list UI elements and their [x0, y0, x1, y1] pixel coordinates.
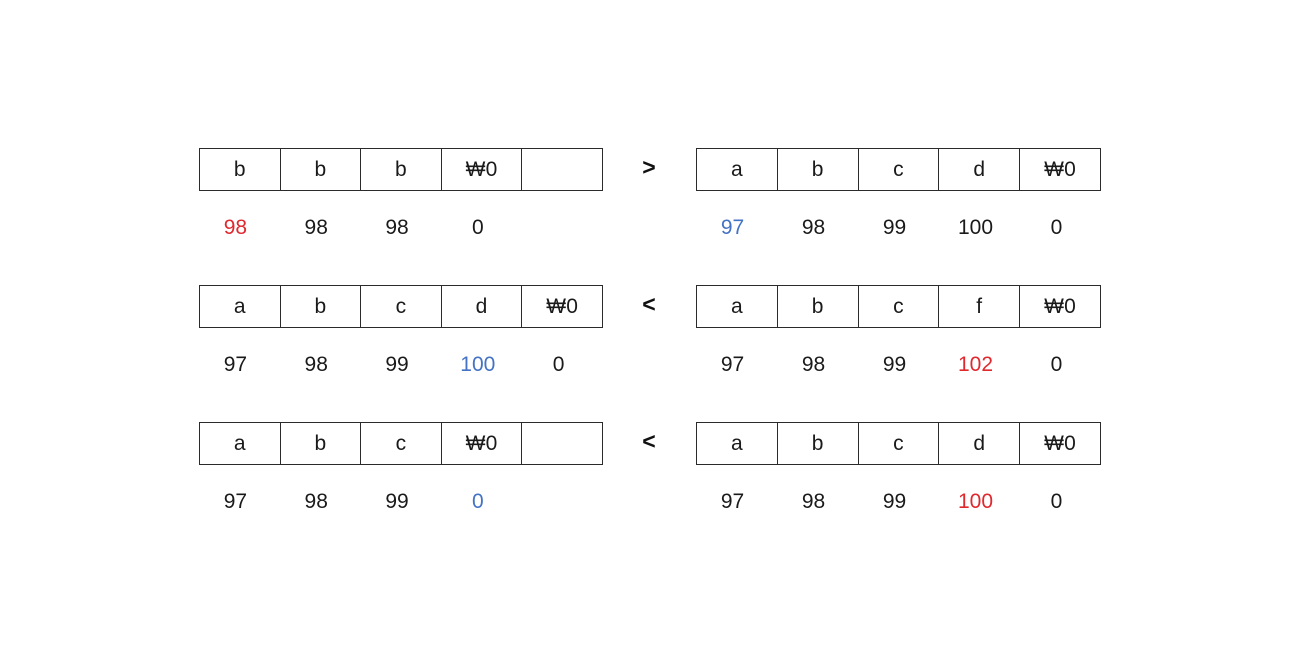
array-cell: ₩0	[442, 423, 523, 464]
array-values-right: 97 98 99 100 0	[696, 491, 1101, 512]
ascii-value: 98	[304, 353, 328, 376]
ascii-value: 98	[223, 216, 248, 239]
array-cell: b	[778, 423, 859, 464]
ascii-value: 0	[471, 490, 484, 513]
ascii-value: 97	[223, 353, 248, 376]
ascii-value: 0	[1050, 353, 1063, 376]
ascii-value: 100	[957, 216, 994, 239]
array-cell: a	[697, 149, 778, 190]
ascii-value: 0	[1050, 216, 1063, 239]
array-cell: c	[361, 423, 442, 464]
array-values-left: 97 98 99 0	[199, 491, 603, 512]
array-cell: ₩0	[1044, 295, 1077, 318]
array-cell: d	[939, 423, 1021, 464]
ascii-value: 102	[957, 353, 994, 376]
ascii-value-empty	[522, 217, 603, 238]
ascii-value: 97	[720, 216, 745, 239]
ascii-value: 99	[385, 490, 409, 513]
array-cell: b	[361, 149, 442, 190]
ascii-value: 98	[801, 216, 826, 239]
array-cell: c	[361, 286, 442, 327]
ascii-value: 0	[1050, 490, 1063, 513]
ascii-value: 0	[471, 216, 484, 239]
comparison-operator: >	[642, 154, 656, 180]
ascii-value: 99	[882, 490, 907, 513]
array-cell: b	[778, 286, 859, 327]
ascii-value: 99	[385, 353, 409, 376]
array-cell: d	[939, 149, 1021, 190]
ascii-value-empty	[522, 491, 603, 512]
ascii-value: 98	[801, 353, 826, 376]
ascii-value: 98	[304, 490, 328, 513]
array-cell: a	[200, 423, 281, 464]
ascii-value: 97	[720, 490, 745, 513]
comparison-operator: <	[642, 291, 656, 317]
array-cell: d	[442, 286, 523, 327]
array-values-left: 97 98 99 100 0	[199, 354, 603, 375]
array-cell: c	[859, 286, 940, 327]
ascii-value: 100	[957, 490, 994, 513]
ascii-value: 99	[882, 216, 907, 239]
array-cell: ₩0	[442, 149, 523, 190]
array-values-right: 97 98 99 102 0	[696, 354, 1101, 375]
array-values-right: 97 98 99 100 0	[696, 217, 1101, 238]
ascii-value: 100	[460, 353, 496, 376]
array-cell: ₩0	[1044, 432, 1077, 455]
array-cell: a	[697, 423, 778, 464]
array-cell: b	[281, 286, 362, 327]
array-cell: b	[281, 423, 362, 464]
ascii-value: 97	[720, 353, 745, 376]
ascii-value: 98	[385, 216, 409, 239]
ascii-value: 0	[552, 353, 565, 376]
array-cell: ₩0	[1044, 158, 1077, 181]
array-cell-empty	[522, 423, 602, 464]
array-values-left: 98 98 98 0	[199, 217, 603, 238]
array-cell: b	[200, 149, 281, 190]
ascii-value: 98	[304, 216, 328, 239]
array-cell: c	[859, 149, 940, 190]
ascii-value: 99	[882, 353, 907, 376]
array-cell: b	[281, 149, 362, 190]
array-cell: b	[778, 149, 859, 190]
array-cell-empty	[522, 149, 602, 190]
array-cell: a	[200, 286, 281, 327]
array-cell: ₩0	[546, 295, 579, 318]
comparison-operator: <	[642, 428, 656, 454]
array-cell: c	[859, 423, 940, 464]
array-cell: a	[697, 286, 778, 327]
ascii-value: 98	[801, 490, 826, 513]
ascii-value: 97	[223, 490, 248, 513]
array-cell: f	[939, 286, 1021, 327]
